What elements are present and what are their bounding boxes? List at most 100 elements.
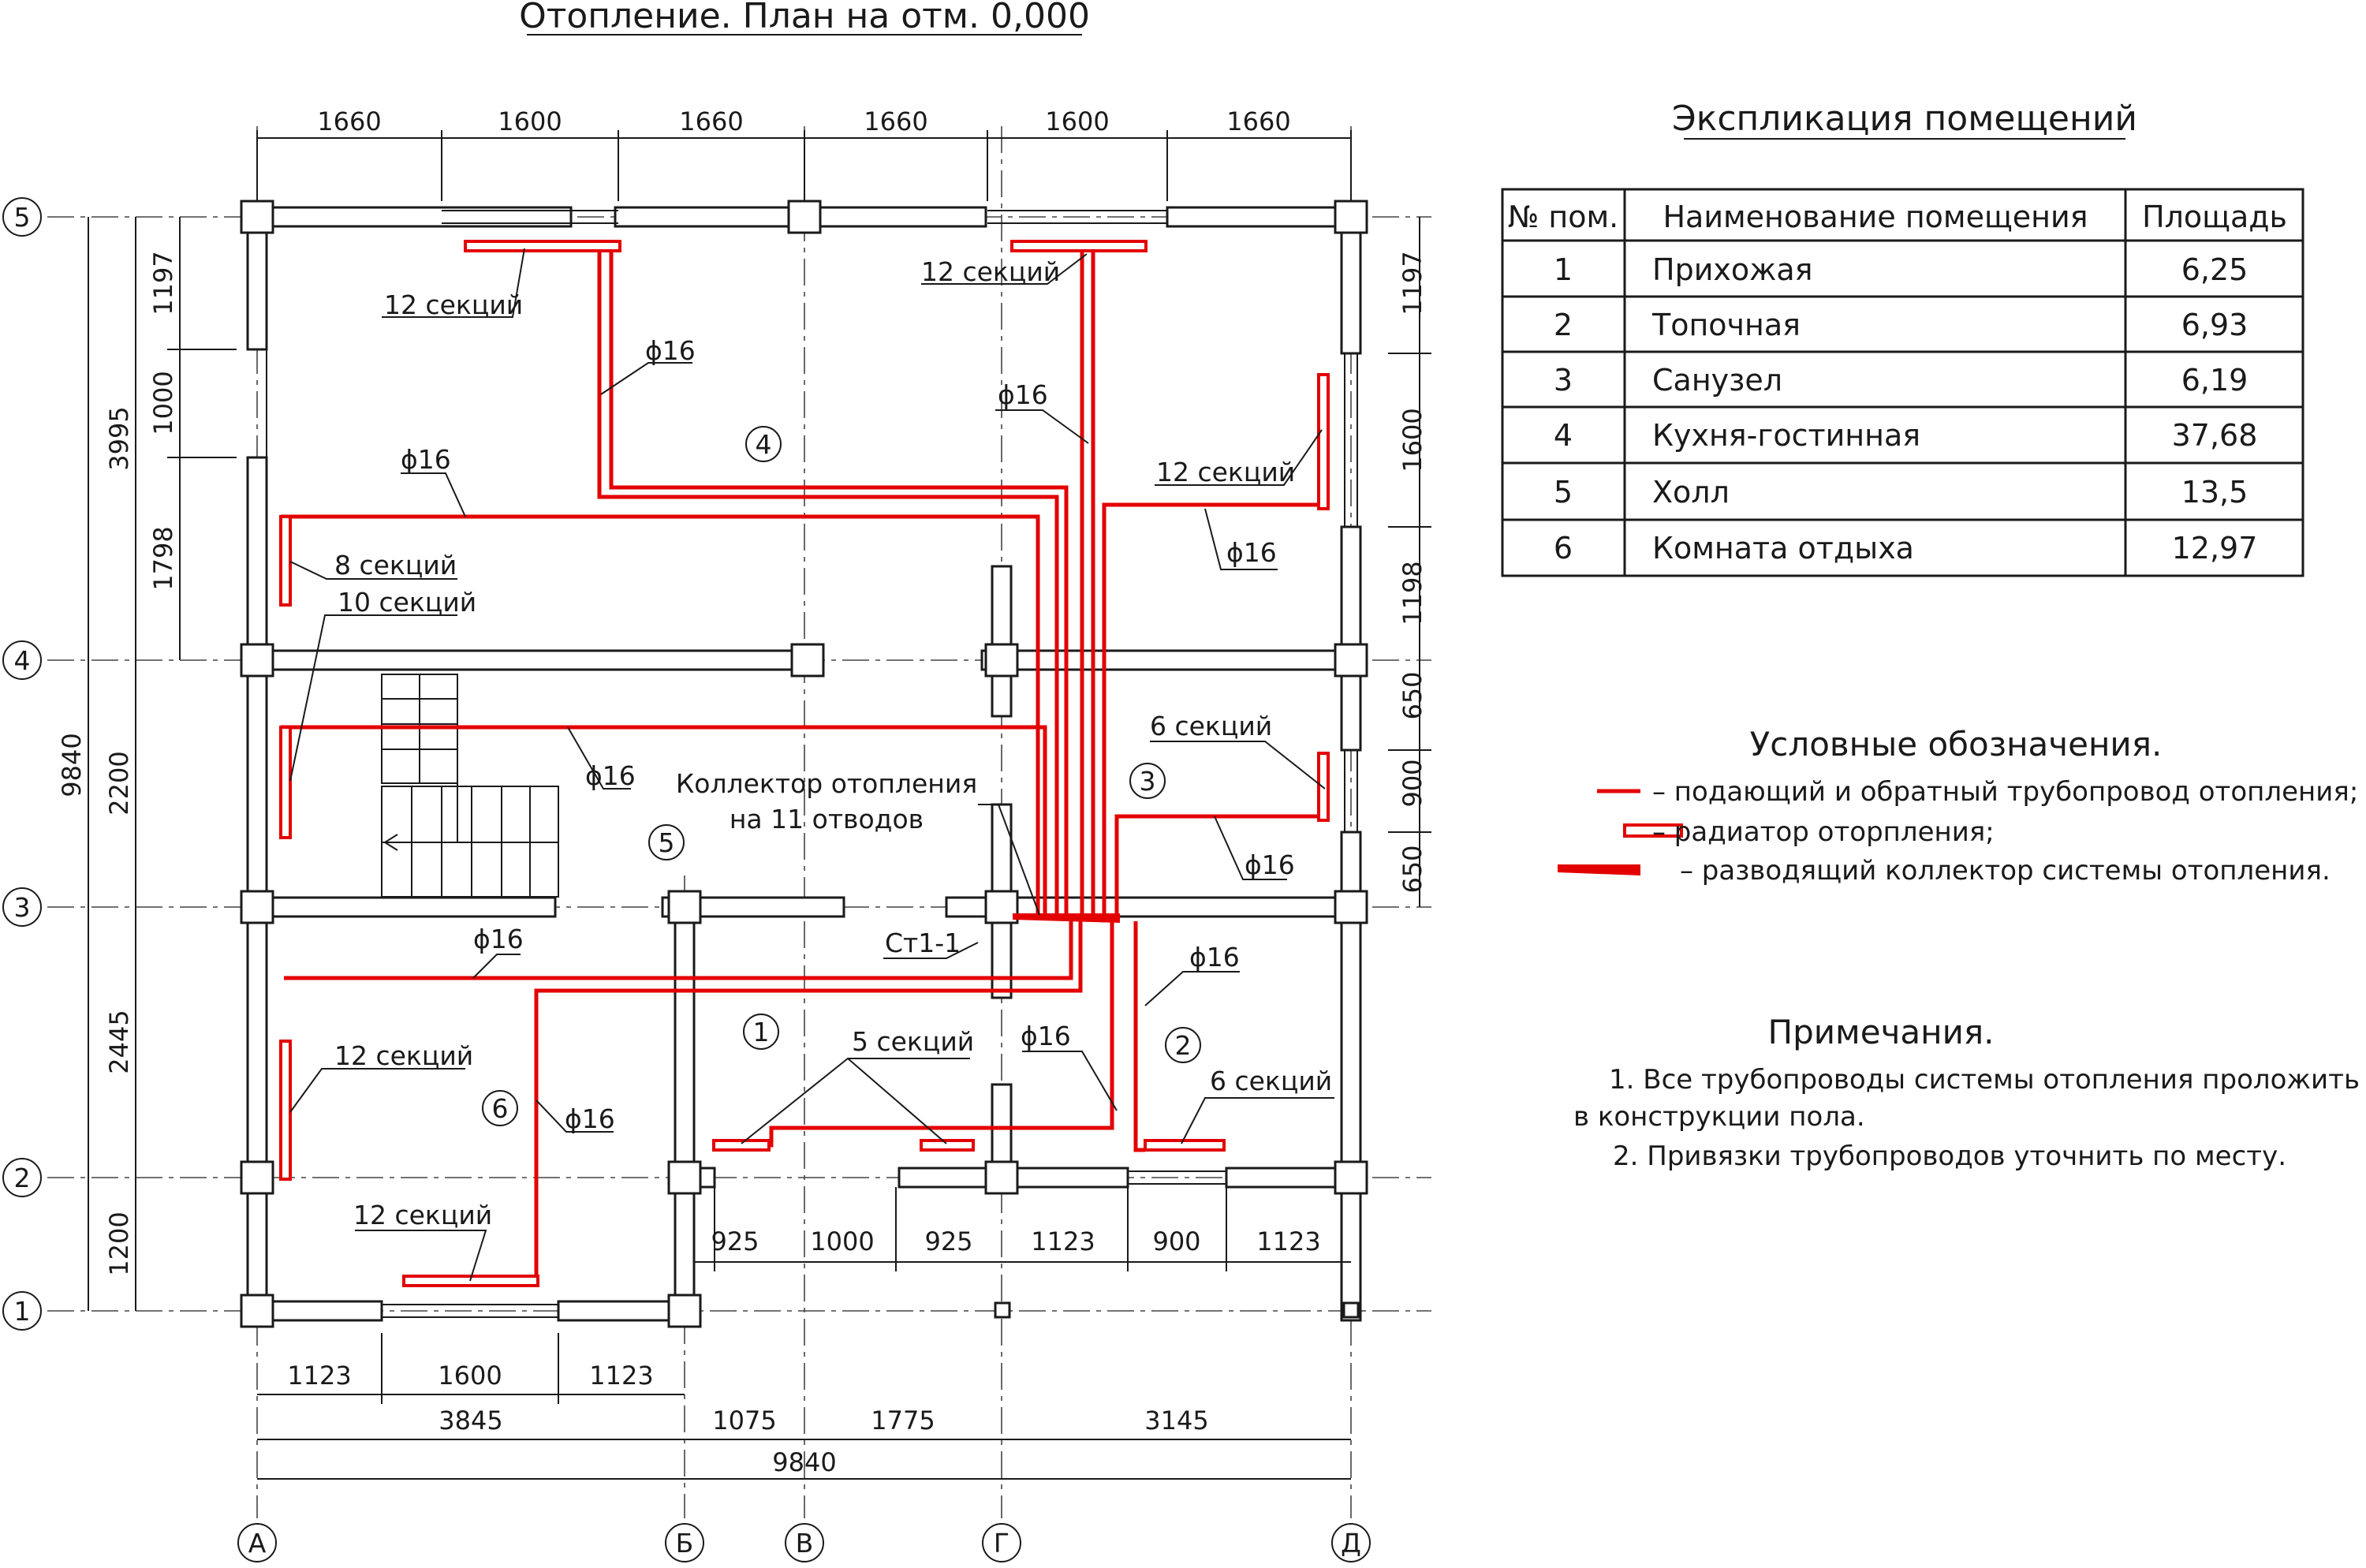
svg-text:Холл: Холл [1652,475,1730,510]
svg-text:1660: 1660 [317,106,381,136]
svg-text:ϕ16: ϕ16 [1021,1021,1071,1051]
radiator-labels: 12 секций 12 секций 12 секций 8 секций 1… [334,256,1332,1230]
legend-collector-symbol [1558,864,1640,875]
svg-text:1123: 1123 [1256,1226,1320,1256]
walls [240,200,1368,1328]
svg-text:ϕ16: ϕ16 [585,760,636,791]
col-header-num: № пом. [1508,200,1618,234]
axis-row-5: 5 [14,202,31,233]
collector-label-line2: на 11 отводов [730,804,924,834]
room-numbers: 4 3 5 1 2 6 [482,426,1201,1126]
svg-text:3: 3 [1554,363,1573,398]
svg-text:1: 1 [753,1017,770,1047]
svg-text:900: 900 [1152,1226,1200,1256]
svg-text:Санузел: Санузел [1652,363,1782,398]
heating-collector [1013,913,1120,923]
svg-text:ϕ16: ϕ16 [1226,537,1277,568]
svg-text:ϕ16: ϕ16 [998,379,1048,410]
svg-text:6,93: 6,93 [2181,308,2248,342]
svg-text:1: 1 [1554,252,1573,287]
svg-text:3995: 3995 [104,406,134,470]
svg-text:1197: 1197 [1398,251,1427,315]
axis-row-1: 1 [14,1296,31,1327]
label-12-sections-b: 12 секций [921,256,1060,287]
label-12-sections-c: 12 секций [1156,457,1295,487]
svg-text:Кухня-гостинная: Кухня-гостинная [1652,418,1920,453]
svg-text:4: 4 [1554,418,1573,453]
radiator-room4-c [1317,373,1330,510]
column-axis-markers: А Б В Г Д [237,1523,1371,1562]
svg-text:1600: 1600 [1398,408,1427,472]
legend-pipe-text: – подающий и обратный трубопровод отопле… [1652,776,2358,808]
riser-label: Ст1-1 [885,928,961,958]
svg-text:ϕ16: ϕ16 [645,335,696,366]
explication-title: Экспликация помещений [1672,99,2137,139]
collector-label-line1: Коллектор отопления [676,768,977,799]
svg-text:1075: 1075 [712,1406,776,1435]
notes-title: Примечания. [1768,1013,1995,1051]
radiator-hall [279,726,292,839]
radiator-room4-d [279,515,292,607]
explication-table: Экспликация помещений № пом. Наименовани… [1501,99,2304,577]
svg-text:1198: 1198 [1398,561,1427,625]
label-5-sections: 5 секций [852,1026,974,1057]
svg-text:3145: 3145 [1144,1406,1208,1435]
annotation-leaders [289,248,1334,1282]
svg-text:1000: 1000 [148,371,178,435]
svg-text:925: 925 [924,1226,972,1256]
svg-text:3845: 3845 [438,1406,502,1435]
svg-text:1123: 1123 [287,1361,351,1391]
svg-text:2445: 2445 [104,1010,134,1073]
axis-col-b: Б [676,1528,694,1559]
svg-text:2: 2 [1175,1030,1192,1061]
svg-text:ϕ16: ϕ16 [1189,942,1240,973]
svg-text:6: 6 [492,1093,509,1124]
label-8-sections: 8 секций [334,550,457,581]
legend-title: Условные обозначения. [1750,725,2163,763]
svg-text:13,5: 13,5 [2181,475,2248,510]
svg-text:1123: 1123 [589,1361,653,1391]
svg-text:6,19: 6,19 [2181,363,2248,398]
svg-text:12,97: 12,97 [2172,531,2258,566]
legend-collector-text: – разводящий коллектор системы отопления… [1680,855,2331,887]
label-12-sections-e: 12 секций [353,1200,492,1230]
svg-text:9840: 9840 [772,1447,836,1477]
label-12-sections-a: 12 секций [384,289,523,320]
note-1a: 1. Все трубопроводы системы отопления пр… [1609,1064,2360,1096]
radiator-room1-a [712,1139,771,1152]
axis-col-a: А [248,1528,267,1559]
svg-text:9840: 9840 [57,733,87,797]
svg-text:1197: 1197 [148,251,178,315]
svg-text:37,68: 37,68 [2172,418,2258,453]
radiator-room2 [1144,1139,1226,1152]
svg-text:Прихожая: Прихожая [1652,252,1813,287]
svg-text:1775: 1775 [871,1406,935,1435]
svg-text:1600: 1600 [1045,106,1109,136]
svg-text:1000: 1000 [810,1226,874,1256]
svg-text:1123: 1123 [1031,1226,1095,1256]
diameter-labels: ϕ16 ϕ16 ϕ16 ϕ16 ϕ16 ϕ16 ϕ16 ϕ16 ϕ16 ϕ16 [401,335,1295,1134]
radiators [279,240,1330,1287]
note-2: 2. Привязки трубопроводов уточнить по ме… [1613,1141,2286,1172]
axis-row-3: 3 [14,892,31,923]
axis-row-2: 2 [14,1163,31,1193]
svg-text:5: 5 [1554,475,1573,510]
axis-col-d: Д [1341,1528,1361,1559]
staircase [381,674,559,898]
row-axis-markers: 5 4 3 2 1 [2,197,42,1331]
note-1b: в конструкции пола. [1573,1101,1865,1133]
svg-text:ϕ16: ϕ16 [473,924,524,954]
svg-text:650: 650 [1398,671,1427,719]
svg-text:1200: 1200 [104,1211,134,1275]
svg-text:Топочная: Топочная [1651,308,1801,342]
svg-text:1798: 1798 [148,526,178,590]
svg-text:ϕ16: ϕ16 [1245,849,1295,880]
svg-text:ϕ16: ϕ16 [565,1103,615,1134]
label-12-sections-d: 12 секций [334,1040,473,1071]
legend: Условные обозначения. – подающий и обрат… [1558,725,2358,887]
notes: Примечания. 1. Все трубопроводы системы … [1573,1013,2360,1172]
heating-pipes [281,246,1325,1278]
svg-text:4: 4 [756,429,772,460]
svg-text:1660: 1660 [864,106,927,136]
